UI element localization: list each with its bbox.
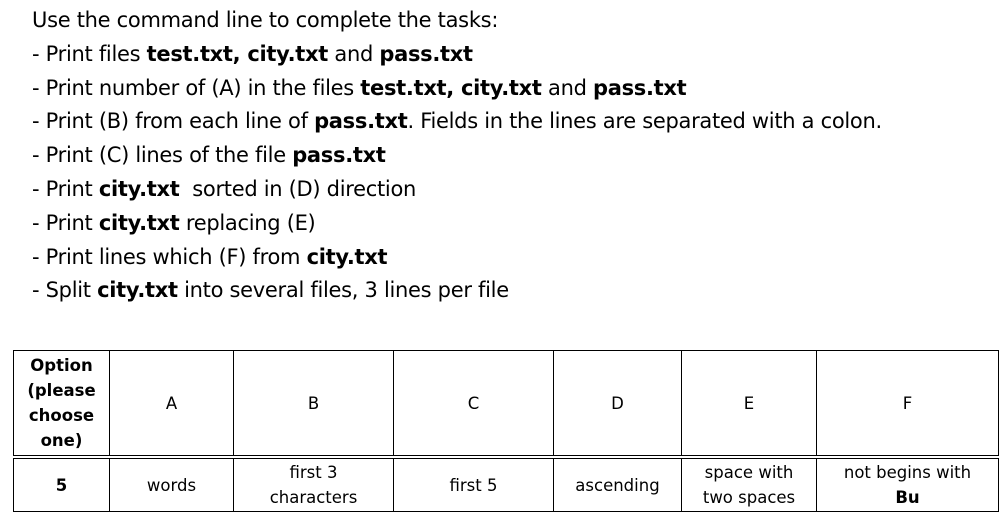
cell-f: not begins with Bu <box>816 458 999 512</box>
task-item: - Split city.txt into several files, 3 l… <box>32 274 992 308</box>
header-cell-d: D <box>553 350 682 456</box>
task-text: into several files, 3 lines per file <box>177 278 509 303</box>
cell-b: first 3 characters <box>233 458 394 512</box>
task-item: - Print files test.txt, city.txt and pas… <box>32 38 992 72</box>
options-table: Option (please choose one) A B C D E F 5… <box>13 350 999 512</box>
cell-b-line: characters <box>269 488 358 507</box>
cell-e-line: space with <box>704 463 794 482</box>
task-filename: pass.txt <box>593 75 687 100</box>
task-filename: pass.txt <box>379 41 473 66</box>
task-text: - Print <box>32 210 99 235</box>
task-text: sorted in (D) direction <box>179 176 417 201</box>
task-text: . Fields in the lines are separated with… <box>407 109 882 134</box>
option-number-cell: 5 <box>13 458 110 512</box>
cell-c: first 5 <box>393 458 554 512</box>
task-filename: pass.txt <box>314 109 408 134</box>
task-filename: pass.txt <box>292 143 386 168</box>
task-text: and <box>328 41 380 66</box>
header-cell-b: B <box>233 350 394 456</box>
option-header-line: one) <box>40 431 83 450</box>
cell-e-line: two spaces <box>702 488 796 507</box>
option-header-line: choose <box>28 406 95 425</box>
task-text: - Print lines which (F) from <box>32 244 307 269</box>
task-text: - Print number of (A) in the files <box>32 75 361 100</box>
cell-e: space with two spaces <box>681 458 817 512</box>
table-header-row: Option (please choose one) A B C D E F <box>13 350 999 456</box>
task-text: - Print files <box>32 41 147 66</box>
cell-a: words <box>109 458 234 512</box>
table-row: 5 words first 3 characters first 5 ascen… <box>13 458 999 512</box>
task-item: - Print city.txt replacing (E) <box>32 207 992 241</box>
header-cell-c: C <box>393 350 554 456</box>
option-header-line: Option <box>30 356 93 375</box>
cell-f-line: not begins with <box>843 463 972 482</box>
header-cell-e: E <box>681 350 817 456</box>
task-item: - Print (B) from each line of pass.txt. … <box>32 105 992 139</box>
task-item: - Print lines which (F) from city.txt <box>32 241 992 275</box>
header-cell-f: F <box>816 350 999 456</box>
task-text: - Print (C) lines of the file <box>32 143 293 168</box>
task-item: - Print city.txt sorted in (D) direction <box>32 173 992 207</box>
task-instructions: Use the command line to complete the tas… <box>32 4 992 308</box>
task-filename: test.txt, city.txt <box>360 75 542 100</box>
option-header-cell: Option (please choose one) <box>13 350 110 456</box>
task-filename: city.txt <box>97 278 178 303</box>
task-text: and <box>541 75 593 100</box>
task-filename: city.txt <box>98 176 180 201</box>
task-item: - Print (C) lines of the file pass.txt <box>32 139 992 173</box>
cell-f-line: Bu <box>895 488 920 507</box>
task-filename: city.txt <box>98 210 180 235</box>
task-text: - Split <box>32 278 98 303</box>
intro-text: Use the command line to complete the tas… <box>32 8 499 32</box>
task-item: - Print number of (A) in the files test.… <box>32 72 992 106</box>
cell-b-line: first 3 <box>289 463 338 482</box>
task-text: - Print (B) from each line of <box>32 109 315 134</box>
task-text: replacing (E) <box>179 210 316 235</box>
task-filename: test.txt, city.txt <box>146 41 329 66</box>
header-cell-a: A <box>109 350 234 456</box>
option-header-line: (please <box>27 381 96 400</box>
task-text: - Print <box>32 176 99 201</box>
task-filename: city.txt <box>306 244 388 269</box>
cell-d: ascending <box>553 458 682 512</box>
